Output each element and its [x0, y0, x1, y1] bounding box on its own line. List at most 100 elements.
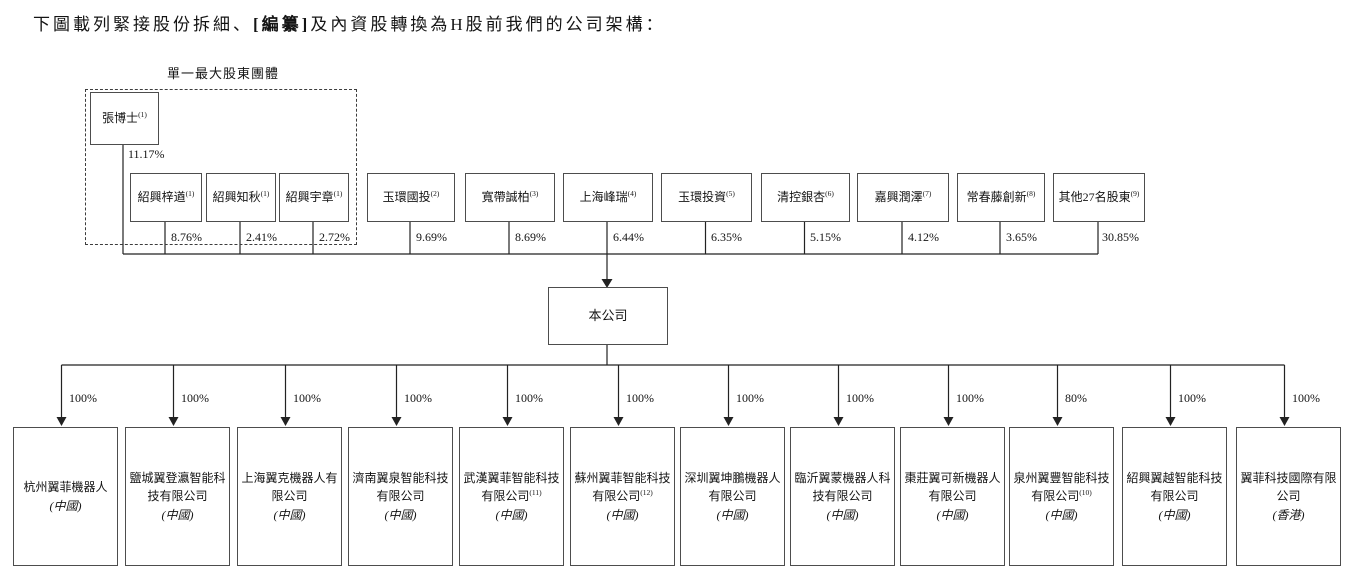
subsidiary-box-shanghai-yike: 上海翼克機器人有限公司 (中國) [237, 427, 342, 566]
subsidiary-pct: 100% [69, 391, 97, 405]
subsidiary-pct: 100% [736, 391, 764, 405]
footnote-ref: (1) [185, 189, 195, 199]
shareholder-name: 常春藤創新(8) [966, 189, 1036, 205]
ownership-pct: 5.15% [810, 230, 841, 244]
ownership-pct: 4.12% [908, 230, 939, 244]
shareholder-name: 上海峰瑞(4) [579, 189, 637, 205]
page-title: 下圖載列緊接股份拆細、[編纂]及內資股轉換為H股前我們的公司架構： [33, 10, 666, 35]
shareholder-box-dr-zhang: 張博士(1) [90, 92, 159, 145]
footnote-ref: (12) [640, 488, 653, 498]
arrowheads [56, 279, 1290, 426]
shareholder-box-yuhuan-touzi: 玉環投資(5) [661, 173, 752, 222]
subsidiary-pct: 100% [846, 391, 874, 405]
subsidiary-box-shaoxing-yiyue: 紹興翼越智能科技有限公司 (中國) [1122, 427, 1227, 566]
footnote-ref: (3) [529, 189, 539, 199]
subsidiary-box-hangzhou-yifei-robot: 杭州翼菲機器人 (中國) [13, 427, 118, 566]
ownership-pct: 8.76% [171, 230, 202, 244]
shareholder-box-shaoxing-ziqiu: 紹興梓遒(1) [130, 173, 202, 222]
shareholder-box-changchunteng-chuangxin: 常春藤創新(8) [957, 173, 1045, 222]
title-bold-redaction: [編纂] [253, 15, 311, 34]
shareholder-name: 清控銀杏(6) [777, 189, 834, 205]
shareholder-box-jiaxing-runze: 嘉興潤澤(7) [857, 173, 949, 222]
shareholder-box-shaoxing-yuzhang: 紹興宇章(1) [279, 173, 349, 222]
footnote-ref: (2) [430, 189, 440, 199]
footnote-ref: (4) [627, 189, 637, 199]
subsidiary-name: 濟南翼泉智能科技有限公司 [352, 470, 449, 504]
subsidiary-box-suzhou-yifei: 蘇州翼菲智能科技有限公司(12) (中國) [570, 427, 675, 566]
title-text-tail: 及內資股轉換為H股前我們的公司架構： [310, 15, 666, 34]
subsidiary-name: 翼菲科技國際有限公司 [1240, 470, 1337, 504]
subsidiary-origin: (中國) [716, 507, 749, 522]
subsidiary-pct: 100% [293, 391, 321, 405]
shareholder-name: 其他27名股東(9) [1058, 189, 1140, 205]
shareholder-name: 紹興宇章(1) [285, 189, 343, 205]
ownership-pct: 6.44% [613, 230, 644, 244]
subsidiary-name: 蘇州翼菲智能科技有限公司(12) [574, 470, 671, 504]
subsidiary-name: 杭州翼菲機器人 [23, 479, 108, 494]
shareholder-name: 張博士(1) [102, 110, 147, 126]
company-box: 本公司 [548, 287, 668, 345]
subsidiary-pct: 100% [1292, 391, 1320, 405]
ownership-pct: 6.35% [711, 230, 742, 244]
subsidiary-name: 武漢翼菲智能科技有限公司(11) [463, 470, 560, 504]
ownership-pct: 2.41% [246, 230, 277, 244]
subsidiary-name: 泉州翼豐智能科技有限公司(10) [1013, 470, 1110, 504]
subsidiary-box-quanzhou-yifeng: 泉州翼豐智能科技有限公司(10) (中國) [1009, 427, 1114, 566]
shareholder-box-kuandai-chengbai: 寬帶誠柏(3) [465, 173, 555, 222]
subsidiary-name: 鹽城翼登瀛智能科技有限公司 [129, 470, 226, 504]
shareholder-box-other-27-shareholders: 其他27名股東(9) [1053, 173, 1145, 222]
shareholder-box-yuhuan-guotou: 玉環國投(2) [367, 173, 455, 222]
largest-shareholder-group-label: 單一最大股東團體 [166, 66, 279, 81]
largest-shareholder-group-outline [85, 89, 357, 245]
shareholder-name: 玉環投資(5) [678, 189, 735, 205]
subsidiary-name: 紹興翼越智能科技有限公司 [1126, 470, 1223, 504]
subsidiary-name: 上海翼克機器人有限公司 [241, 470, 338, 504]
subsidiary-origin: (中國) [161, 507, 194, 522]
subsidiary-box-yifei-technology-international-hk: 翼菲科技國際有限公司 (香港) [1236, 427, 1341, 566]
title-text: 下圖載列緊接股份拆細、 [33, 15, 253, 34]
subsidiary-origin: (中國) [606, 507, 639, 522]
shareholder-name: 玉環國投(2) [382, 189, 440, 205]
subsidiary-origin: (中國) [826, 507, 859, 522]
subsidiary-box-jinan-yiquan: 濟南翼泉智能科技有限公司 (中國) [348, 427, 453, 566]
subsidiary-box-wuhan-yifei: 武漢翼菲智能科技有限公司(11) (中國) [459, 427, 564, 566]
subsidiary-origin: (中國) [495, 507, 528, 522]
footnote-ref: (1) [260, 189, 270, 199]
ownership-pct: 30.85% [1102, 230, 1139, 244]
subsidiary-origin: (中國) [1045, 507, 1078, 522]
shareholder-box-shanghai-fengrui: 上海峰瑞(4) [563, 173, 653, 222]
shareholder-name: 紹興梓遒(1) [137, 189, 195, 205]
footnote-ref: (6) [825, 189, 834, 199]
subsidiary-origin: (中國) [49, 498, 82, 513]
subsidiary-pct: 100% [626, 391, 654, 405]
subsidiary-name: 臨沂翼蒙機器人科技有限公司 [794, 470, 891, 504]
ownership-pct: 3.65% [1006, 230, 1037, 244]
shareholder-name: 寬帶誠柏(3) [481, 189, 539, 205]
subsidiary-box-yancheng-yidengying: 鹽城翼登瀛智能科技有限公司 (中國) [125, 427, 230, 566]
ownership-pct: 8.69% [515, 230, 546, 244]
subsidiary-box-shenzhen-yikunpeng: 深圳翼坤鵬機器人有限公司 (中國) [680, 427, 785, 566]
subsidiary-pct: 80% [1065, 391, 1087, 405]
company-name: 本公司 [588, 307, 628, 323]
ownership-pct: 9.69% [416, 230, 447, 244]
footnote-ref: (5) [726, 189, 735, 199]
subsidiary-pct: 100% [1178, 391, 1206, 405]
footnote-ref: (1) [138, 110, 147, 120]
subsidiary-box-zaozhuang-yikexin: 棗莊翼可新機器人有限公司 (中國) [900, 427, 1005, 566]
subsidiary-box-linyi-yimeng: 臨沂翼蒙機器人科技有限公司 (中國) [790, 427, 895, 566]
shareholder-box-shaoxing-zhiqiu: 紹興知秋(1) [206, 173, 276, 222]
shareholder-name: 嘉興潤澤(7) [874, 189, 932, 205]
shareholder-box-qingkong-yinxing: 清控銀杏(6) [761, 173, 850, 222]
footnote-ref: (11) [529, 488, 542, 498]
footnote-ref: (8) [1026, 189, 1036, 199]
subsidiary-origin: (中國) [936, 507, 969, 522]
shareholder-name: 紹興知秋(1) [212, 189, 270, 205]
subsidiary-origin: (中國) [384, 507, 417, 522]
footnote-ref: (9) [1130, 189, 1140, 199]
subsidiary-pct: 100% [515, 391, 543, 405]
ownership-pct: 2.72% [319, 230, 350, 244]
ownership-pct-dr-zhang: 11.17% [128, 147, 165, 161]
subsidiary-pct: 100% [181, 391, 209, 405]
subsidiary-origin: (中國) [1158, 507, 1191, 522]
